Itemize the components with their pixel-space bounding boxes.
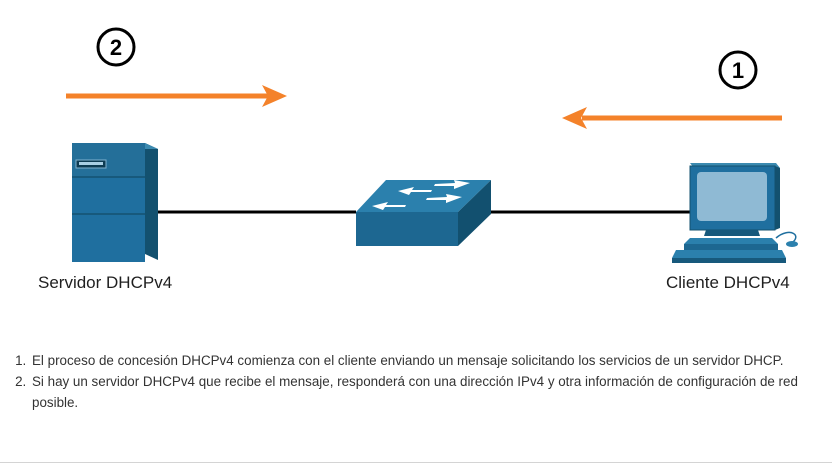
arrow-right-icon [66, 85, 287, 107]
client-pc-icon [672, 163, 798, 263]
step-2-badge: 2 [96, 27, 136, 67]
switch-icon [356, 180, 491, 246]
bottom-divider [0, 462, 832, 463]
step-1-badge: 1 [718, 50, 758, 90]
steps-list: El proceso de concesión DHCPv4 comienza … [14, 350, 832, 413]
step-item-1: El proceso de concesión DHCPv4 comienza … [30, 350, 832, 371]
step-item-2: Si hay un servidor DHCPv4 que recibe el … [30, 371, 832, 413]
network-diagram: 2 1 [66, 27, 798, 263]
svg-text:2: 2 [110, 35, 122, 60]
server-label: Servidor DHCPv4 [38, 273, 173, 292]
server-icon [72, 143, 158, 262]
client-label: Cliente DHCPv4 [666, 273, 790, 292]
svg-text:1: 1 [732, 58, 744, 83]
arrow-left-icon [562, 107, 782, 129]
